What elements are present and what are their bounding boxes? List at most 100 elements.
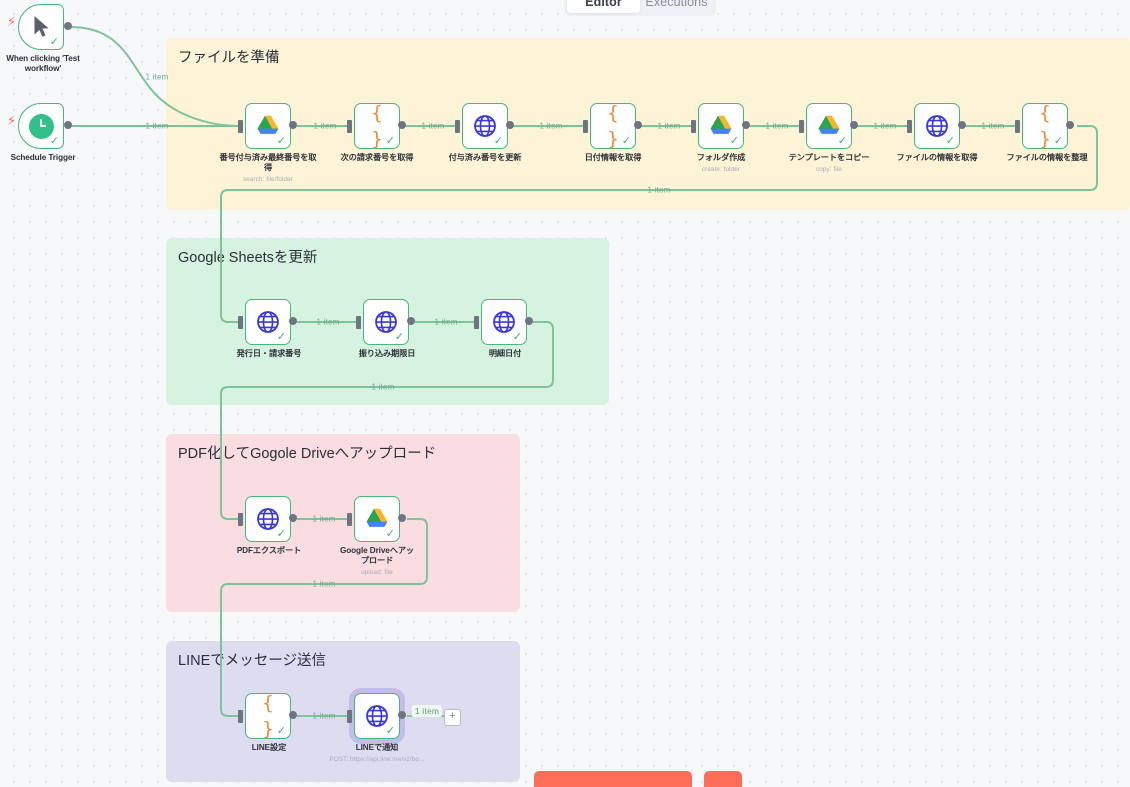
- node-output-port[interactable]: [407, 317, 415, 325]
- node-n12[interactable]: ✓: [245, 496, 291, 542]
- add-node-button[interactable]: +: [444, 709, 461, 726]
- node-input-port[interactable]: [238, 513, 243, 526]
- node-output-port[interactable]: [742, 121, 750, 129]
- node-input-port[interactable]: [238, 710, 243, 723]
- node-n10[interactable]: ✓: [363, 299, 409, 345]
- edge-label: 1 item: [312, 711, 336, 721]
- node-n8[interactable]: { } ✓: [1022, 102, 1068, 150]
- node-schedule-trigger[interactable]: ⚡ ✓: [7, 103, 64, 149]
- node-output-port[interactable]: [958, 121, 966, 129]
- node-input-port[interactable]: [347, 513, 352, 526]
- node-output-port[interactable]: [289, 514, 297, 522]
- node-label-n11: 明細日付: [488, 349, 522, 358]
- node-input-port[interactable]: [691, 120, 696, 133]
- node-status-check-icon: ✓: [837, 135, 847, 147]
- edge-label: 1 item: [411, 705, 443, 717]
- node-label-n4: 日付情報を取得: [584, 153, 642, 162]
- node-label-n6: テンプレートをコピー: [788, 153, 870, 162]
- node-output-port[interactable]: [398, 711, 406, 719]
- node-output-port[interactable]: [289, 121, 297, 129]
- node-n13[interactable]: ✓: [354, 496, 400, 542]
- node-status-check-icon: ✓: [49, 36, 59, 48]
- node-label-manual-trigger: When clicking 'Test workflow': [6, 54, 80, 74]
- node-status-check-icon: ✓: [394, 331, 404, 343]
- node-status-check-icon: ✓: [385, 135, 395, 147]
- sticky-note-pdf-upload[interactable]: PDF化してGogole Driveへアップロード: [166, 434, 520, 612]
- lightning-bolt-icon: ⚡: [7, 14, 17, 29]
- node-input-port[interactable]: [347, 120, 352, 133]
- node-input-port[interactable]: [907, 120, 912, 133]
- node-label-n7: ファイルの情報を取得: [896, 153, 978, 162]
- edge-label: 1 item: [434, 317, 458, 327]
- node-label-n1: 番号付与済み最終番号を取得: [219, 153, 317, 173]
- node-output-port[interactable]: [506, 121, 514, 129]
- edge-label: 1 item: [145, 72, 169, 82]
- node-status-check-icon: ✓: [493, 135, 503, 147]
- node-subtitle-n6: copy: file: [816, 166, 842, 173]
- node-n15[interactable]: ✓: [354, 693, 400, 739]
- node-status-check-icon: ✓: [276, 725, 286, 737]
- node-n9[interactable]: ✓: [245, 299, 291, 345]
- node-manual-trigger[interactable]: ⚡ ✓: [7, 4, 64, 50]
- node-n3[interactable]: ✓: [462, 103, 508, 149]
- node-output-port[interactable]: [289, 711, 297, 719]
- node-input-port[interactable]: [347, 710, 352, 723]
- node-n14[interactable]: { } ✓: [245, 692, 291, 740]
- node-n6[interactable]: ✓: [806, 103, 852, 149]
- cursor-icon: [34, 16, 49, 37]
- node-label-n2: 次の請求番号を取得: [340, 153, 414, 162]
- node-input-port[interactable]: [455, 120, 460, 133]
- node-n1[interactable]: ✓: [245, 103, 291, 149]
- node-input-port[interactable]: [356, 316, 361, 329]
- node-input-port[interactable]: [583, 120, 588, 133]
- node-n5[interactable]: ✓: [698, 103, 744, 149]
- node-label-schedule-trigger: Schedule Trigger: [10, 153, 76, 162]
- sticky-note-title: Google Sheetsを更新: [178, 250, 318, 266]
- edge-label: 1 item: [539, 121, 563, 131]
- node-output-port[interactable]: [1066, 121, 1074, 129]
- edge-label: 1 item: [657, 121, 681, 131]
- node-status-check-icon: ✓: [49, 135, 59, 147]
- node-input-port[interactable]: [1015, 120, 1020, 133]
- node-status-check-icon: ✓: [729, 135, 739, 147]
- tab-editor[interactable]: Editor: [567, 0, 640, 13]
- node-n7[interactable]: ✓: [914, 103, 960, 149]
- edge-label: 1 item: [647, 185, 671, 195]
- node-n2[interactable]: { } ✓: [354, 102, 400, 150]
- node-status-check-icon: ✓: [276, 528, 286, 540]
- node-output-port[interactable]: [850, 121, 858, 129]
- node-label-n8: ファイルの情報を整理: [1006, 153, 1088, 162]
- sticky-note-title: ファイルを準備: [178, 50, 280, 66]
- node-input-port[interactable]: [799, 120, 804, 133]
- node-input-port[interactable]: [474, 316, 479, 329]
- node-status-check-icon: ✓: [276, 135, 286, 147]
- node-output-port[interactable]: [289, 317, 297, 325]
- node-output-port[interactable]: [64, 121, 72, 129]
- node-output-port[interactable]: [634, 121, 642, 129]
- node-output-port[interactable]: [64, 22, 72, 30]
- node-label-n9: 発行日・請求番号: [236, 349, 302, 358]
- node-status-check-icon: ✓: [512, 331, 522, 343]
- stop-workflow-button[interactable]: [704, 771, 742, 787]
- node-n4[interactable]: { } ✓: [590, 102, 636, 150]
- node-subtitle-n15: POST: https://api.line.me/v2/bo...: [329, 756, 425, 763]
- node-output-port[interactable]: [525, 317, 533, 325]
- node-status-check-icon: ✓: [621, 135, 631, 147]
- node-label-n3: 付与済み番号を更新: [448, 153, 522, 162]
- edge-label: 1 item: [312, 579, 336, 589]
- tab-executions[interactable]: Executions: [645, 0, 708, 9]
- node-status-check-icon: ✓: [385, 528, 395, 540]
- node-input-port[interactable]: [238, 120, 243, 133]
- node-input-port[interactable]: [238, 316, 243, 329]
- node-output-port[interactable]: [398, 514, 406, 522]
- edge-label: 1 item: [765, 121, 789, 131]
- node-status-check-icon: ✓: [945, 135, 955, 147]
- test-workflow-button[interactable]: [534, 771, 692, 787]
- edge-label: 1 item: [873, 121, 897, 131]
- edge-label: 1 item: [371, 382, 395, 392]
- edge-label: 1 item: [316, 317, 340, 327]
- node-output-port[interactable]: [398, 121, 406, 129]
- clock-icon: [28, 113, 54, 139]
- node-n11[interactable]: ✓: [481, 299, 527, 345]
